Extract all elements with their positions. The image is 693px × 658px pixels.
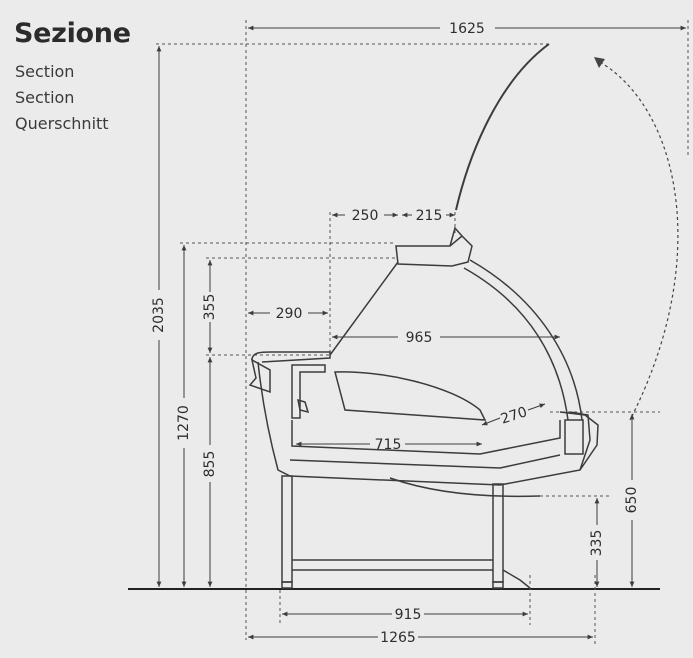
cabinet-base-legs <box>281 475 531 589</box>
dim-leg-spacing: 915 <box>395 607 422 623</box>
curved-front-glass-open <box>455 43 550 211</box>
dim-height-855: 855 <box>202 451 218 478</box>
dim-height-335: 335 <box>589 530 605 557</box>
canopy-unit <box>395 226 473 267</box>
reference-dashed-lines <box>156 20 689 645</box>
dim-canopy-offset: 215 <box>416 208 443 224</box>
dim-tank-depth: 715 <box>375 437 402 453</box>
dimension-labels: 1625 250 215 290 965 270 715 915 1265 20… <box>151 21 640 646</box>
dim-back-step: 290 <box>276 306 303 322</box>
dim-base-width: 1265 <box>380 630 416 646</box>
subtitle-fr: Section <box>15 88 75 107</box>
dim-overall-width: 1625 <box>449 21 485 37</box>
dim-glass-radius: 270 <box>499 404 529 427</box>
dim-height-355: 355 <box>202 294 218 321</box>
dim-height-650: 650 <box>624 487 640 514</box>
swing-arrow-icon <box>594 57 605 68</box>
dimension-lines <box>156 25 686 640</box>
page-title: Sezione <box>14 18 131 49</box>
subtitle-de: Querschnitt <box>15 114 109 133</box>
dim-height-1270: 1270 <box>176 405 192 441</box>
dim-glass-span: 965 <box>406 330 433 346</box>
cabinet-body <box>248 351 599 498</box>
subtitle-en: Section <box>15 62 75 81</box>
canopy-swing-arc <box>599 61 679 421</box>
curved-front-glass-closed <box>463 259 583 421</box>
rear-glass-panel <box>329 261 399 356</box>
dim-total-height: 2035 <box>151 297 167 333</box>
dim-canopy-depth: 250 <box>352 208 379 224</box>
